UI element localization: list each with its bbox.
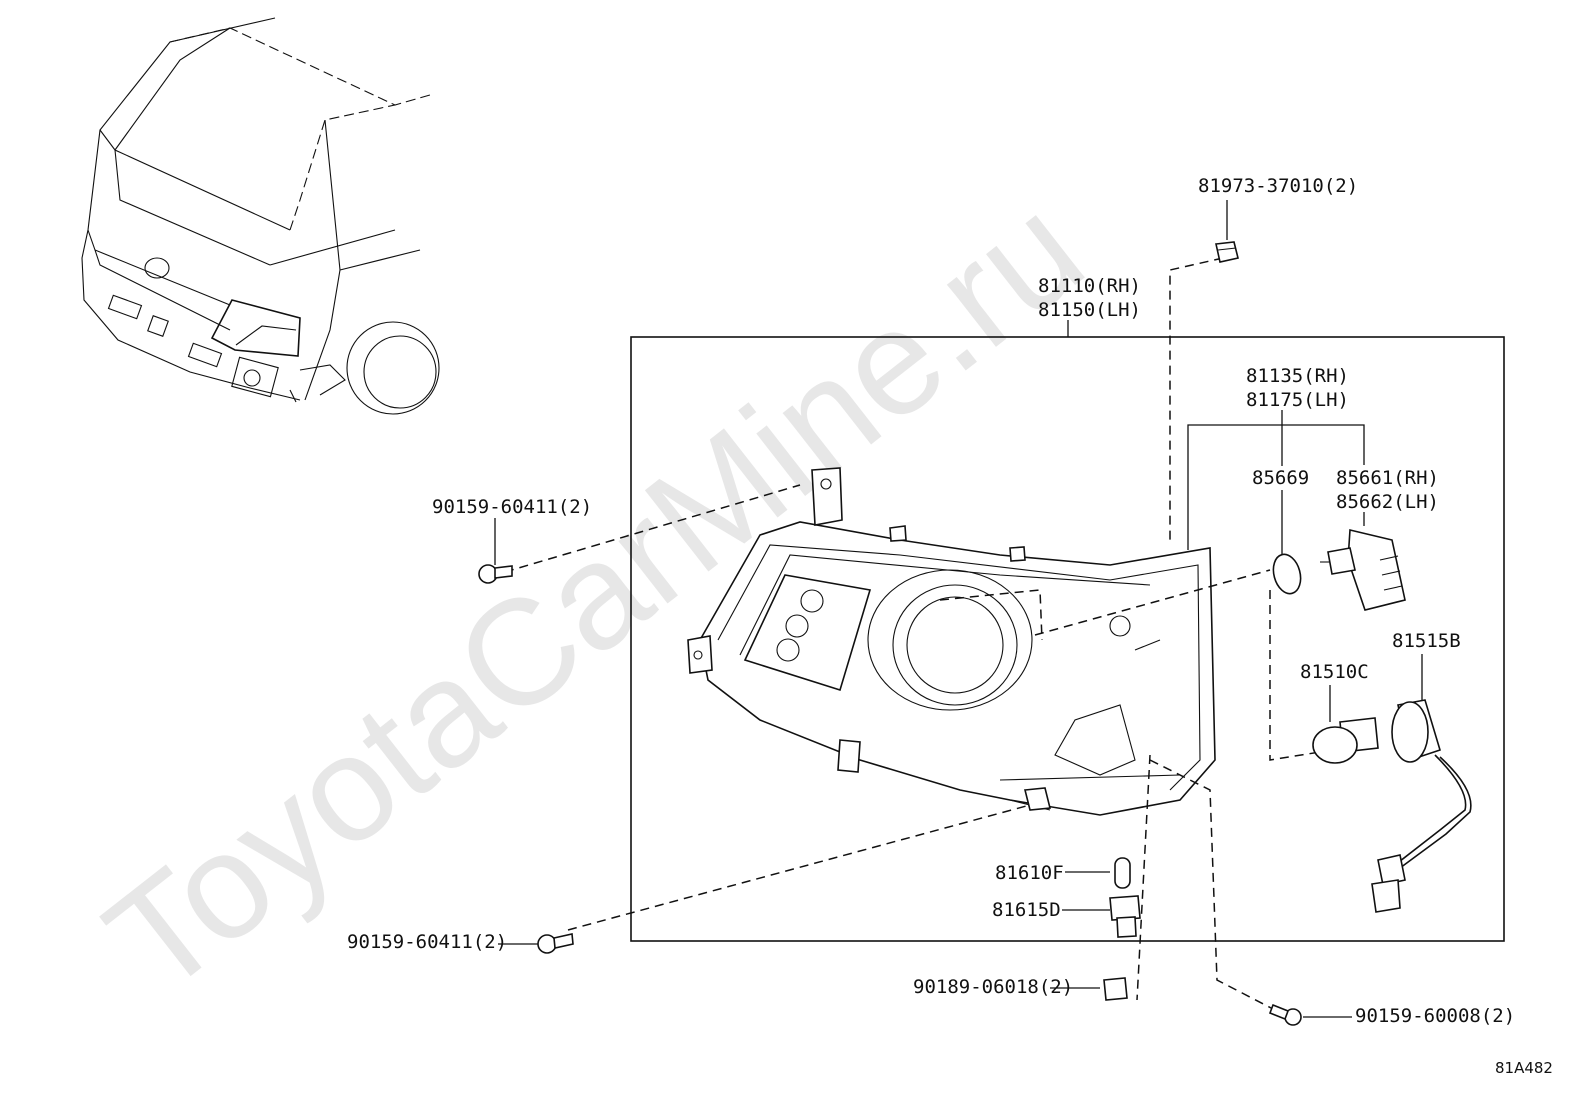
harness-icon	[1371, 754, 1472, 913]
label-nut-clip: 90189-06018(2)	[913, 976, 1073, 998]
label-socket-clearance: 81615D	[992, 899, 1061, 921]
bulb-icon-small	[1114, 857, 1131, 889]
label-bulb-turn: 81510C	[1300, 661, 1369, 683]
truck-cab-icon	[81, 17, 440, 415]
socket-icon-small	[1109, 895, 1141, 938]
bolt-icon	[478, 564, 513, 584]
o-ring-icon	[1272, 553, 1302, 595]
socket-icon	[1391, 699, 1441, 763]
label-socket-assy-lh: 81175(LH)	[1246, 389, 1349, 411]
label-headlamp-lh: 81150(LH)	[1038, 299, 1141, 321]
bolt-icon-screw	[1268, 1003, 1302, 1026]
clip-icon-nut	[1103, 977, 1128, 1001]
label-headlamp-rh: 81110(RH)	[1038, 275, 1141, 297]
label-bolt-upper: 90159-60411(2)	[432, 496, 592, 518]
label-socket-wire: 81515B	[1392, 630, 1461, 652]
label-bracket-clip: 81973-37010(2)	[1198, 175, 1358, 197]
dashed-assembly-lines	[504, 257, 1321, 1011]
label-socket-assy-rh: 81135(RH)	[1246, 365, 1349, 387]
bolt-icon-lower	[537, 933, 574, 954]
clip-icon	[1215, 241, 1239, 263]
label-bulb-clearance: 81610F	[995, 862, 1064, 884]
label-screw: 90159-60008(2)	[1355, 1005, 1515, 1027]
label-actuator-rh: 85661(RH)	[1336, 467, 1439, 489]
label-actuator-lh: 85662(LH)	[1336, 491, 1439, 513]
bulb-icon	[1312, 717, 1379, 764]
label-o-ring: 85669	[1252, 467, 1309, 489]
figure-code: 81A482	[1495, 1059, 1553, 1077]
label-bolt-lower: 90159-60411(2)	[347, 931, 507, 953]
actuator-icon	[1320, 529, 1406, 611]
headlamp-assembly-icon	[687, 467, 1216, 816]
